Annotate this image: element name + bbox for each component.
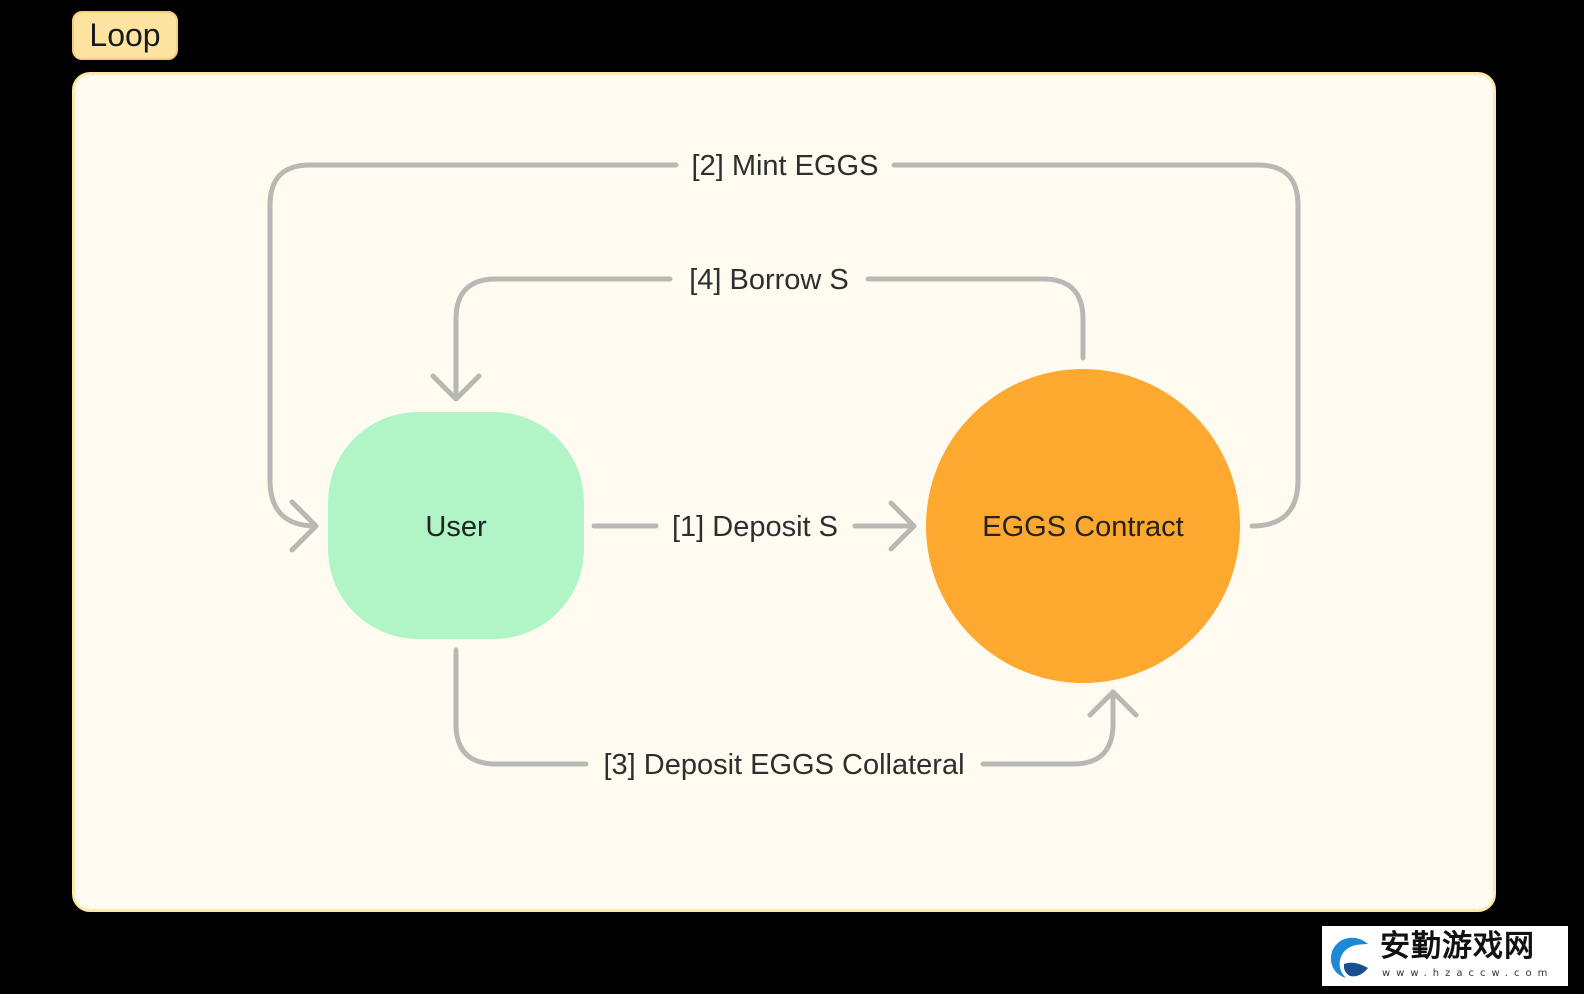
site-watermark: 安勤游戏网 www.hzaccw.com — [1322, 926, 1568, 986]
diagram-panel — [72, 72, 1496, 912]
edge-mint-eggs-label: [2] Mint EGGS — [692, 150, 879, 182]
watermark-logo-icon — [1330, 937, 1368, 978]
edge-borrow-s-label: [4] Borrow S — [689, 264, 849, 296]
edge-mint-eggs-line-right — [891, 162, 1301, 529]
eggs-contract-node-label: EGGS Contract — [982, 511, 1183, 543]
edge-borrow-s-arrowhead — [430, 373, 482, 402]
edge-deposit-collateral-line-left — [453, 647, 589, 767]
user-node-label: User — [425, 511, 487, 543]
edge-mint-eggs-line-left — [267, 162, 679, 529]
edge-deposit-collateral-label: [3] Deposit EGGS Collateral — [603, 749, 964, 781]
edge-mint-eggs-arrowhead — [289, 499, 319, 553]
edge-borrow-s-line-left — [453, 276, 673, 401]
edge-deposit-collateral-arrowhead — [1087, 689, 1139, 718]
loop-tag: Loop — [72, 11, 178, 60]
eggs-contract-node — [926, 369, 1240, 683]
edge-borrow-s-line-right — [865, 276, 1086, 361]
edge-deposit-s-arrowhead — [888, 500, 917, 552]
watermark-site-url: www.hzaccw.com — [1382, 968, 1554, 979]
edge-deposit-s-label: [1] Deposit S — [672, 511, 838, 543]
watermark-site-name: 安勤游戏网 — [1380, 929, 1535, 964]
user-node — [328, 412, 584, 639]
edge-deposit-collateral-line-right — [980, 689, 1116, 767]
